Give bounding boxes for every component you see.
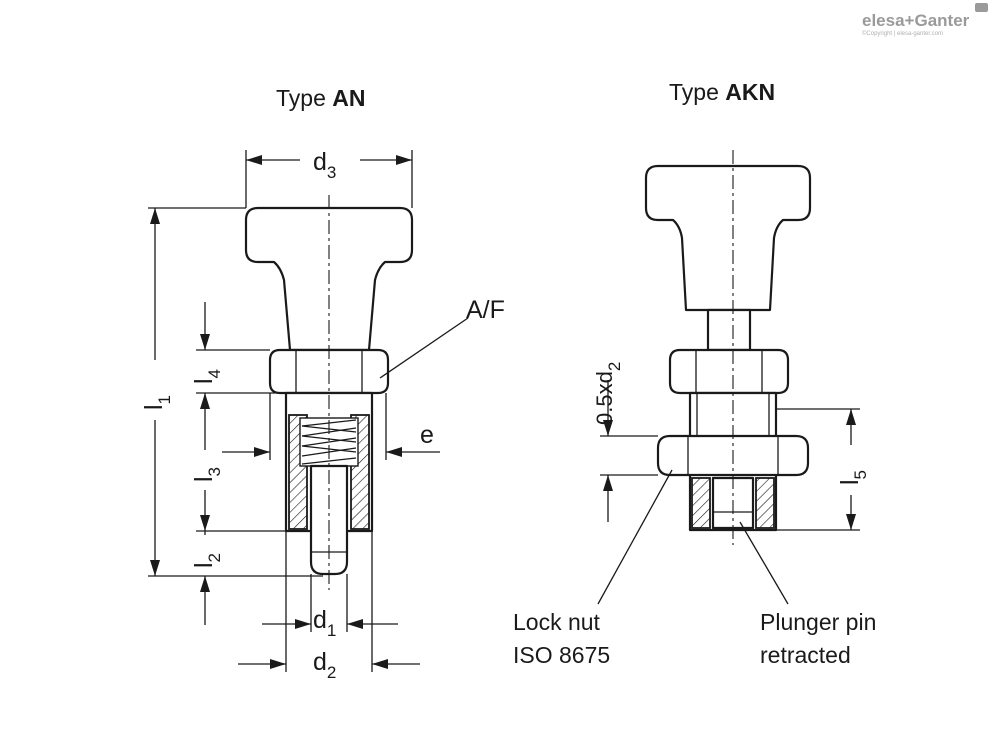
akn-wall-left [691,477,711,529]
dim-l4-label: l4 [190,369,224,384]
dim-l5-label: l5 [836,470,870,485]
brand-name: elesa+Ganter [862,11,970,30]
akn-knob [644,164,812,312]
dim-half-d2-label: 0.5xd2 [592,362,624,425]
plunger-note-line2: retracted [760,642,851,668]
dim-af-label: A/F [466,296,505,324]
dim-d3-label: d3 [313,148,336,182]
an-dimensions: d3 l1 l4 l3 l2 e [140,148,505,682]
akn-shaft [706,308,752,352]
dim-d2-label: d2 [313,648,336,682]
akn-dimensions: 0.5xd2 l5 [592,362,870,605]
type-akn-drawing [644,150,812,545]
brand-logo: elesa+Ganter ©Copyright | elesa-ganter.c… [862,3,988,37]
type-akn-title: Type AKN [669,79,775,105]
type-an-title: Type AN [276,85,366,111]
akn-wall-right [755,477,775,529]
dim-l1-label: l1 [140,395,174,410]
lock-nut-note-line1: Lock nut [513,609,601,635]
akn-hex-nut [668,348,790,395]
dim-l2-label: l2 [190,553,224,568]
type-an-drawing [244,195,414,590]
plunger-note-line1: Plunger pin [760,609,876,635]
dim-e-label: e [420,421,434,449]
lock-nut-note-line2: ISO 8675 [513,642,610,668]
ce-mark-icon [975,3,988,12]
dim-d1-label: d1 [313,606,336,640]
brand-copyright: ©Copyright | elesa-ganter.com [862,30,943,37]
dim-l3-label: l3 [190,467,224,482]
